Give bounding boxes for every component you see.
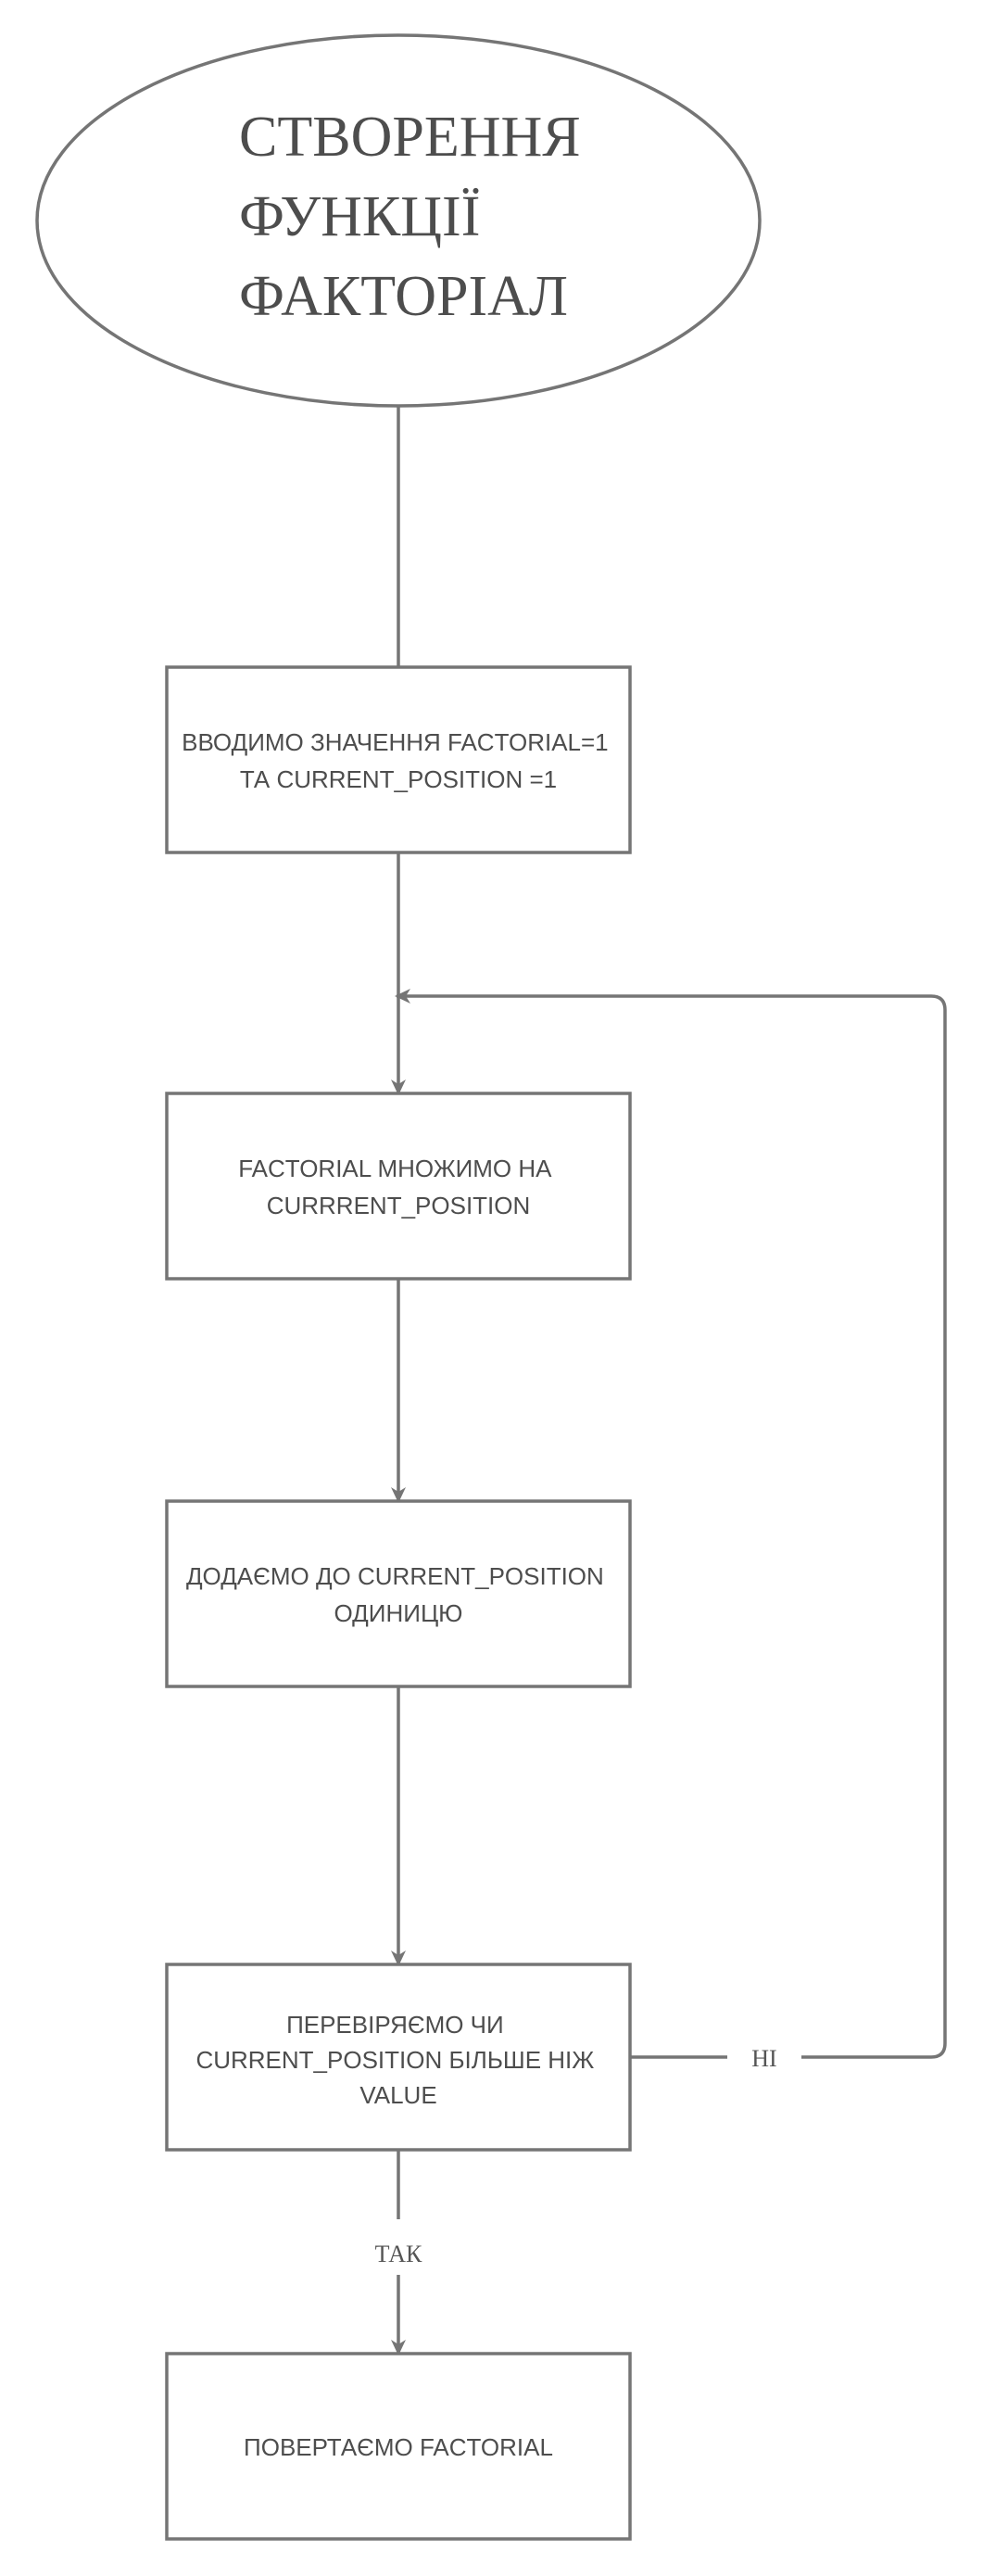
check-line-1: ПЕРЕВІРЯЄМО ЧИ <box>286 2011 504 2039</box>
edge-loop-no <box>397 996 947 2059</box>
result-step-label: ПОВЕРТАЄМО FACTORIAL <box>244 2433 553 2461</box>
start-line-1: СТВОРЕННЯ <box>239 106 581 169</box>
start-line-3: ФАКТОРІАЛ <box>239 265 568 328</box>
init-step-box <box>165 665 632 854</box>
multiply-step-box <box>165 1092 632 1281</box>
increment-line-1: ДОДАЄМО ДО CURRENT_POSITION <box>186 1562 604 1590</box>
multiply-step-label: FACTORIAL МНОЖИМО НА CURRRENT_POSITION <box>238 1155 559 1219</box>
yes-branch-label: ТАК <box>375 2241 422 2267</box>
check-line-2: CURRENT_POSITION БІЛЬШЕ НІЖ <box>195 2046 594 2074</box>
multiply-line-1: FACTORIAL МНОЖИМО НА <box>238 1155 552 1182</box>
increment-step-label: ДОДАЄМО ДО CURRENT_POSITION ОДИНИЦЮ <box>186 1562 611 1627</box>
increment-line-2: ОДИНИЦЮ <box>334 1599 463 1627</box>
init-line-1: ВВОДИМО ЗНАЧЕННЯ FACTORIAL=1 <box>182 728 609 756</box>
start-node-label: СТВОРЕННЯ ФУНКЦІЇ ФАКТОРІАЛ <box>239 106 595 328</box>
check-step-box <box>165 1963 632 2152</box>
start-line-2: ФУНКЦІЇ <box>239 185 480 248</box>
result-line-1: ПОВЕРТАЄМО FACTORIAL <box>244 2433 553 2461</box>
increment-step-box <box>165 1499 632 1688</box>
init-line-2: ТА CURRENT_POSITION =1 <box>240 765 557 793</box>
init-step-label: ВВОДИМО ЗНАЧЕННЯ FACTORIAL=1 ТА CURRENT_… <box>182 728 615 793</box>
no-branch-label: НІ <box>751 2045 776 2072</box>
check-step-label: ПЕРЕВІРЯЄМО ЧИ CURRENT_POSITION БІЛЬШЕ Н… <box>195 2011 600 2109</box>
multiply-line-2: CURRRENT_POSITION <box>267 1192 531 1219</box>
check-line-3: VALUE <box>359 2081 436 2109</box>
result-step-box <box>165 2352 632 2541</box>
